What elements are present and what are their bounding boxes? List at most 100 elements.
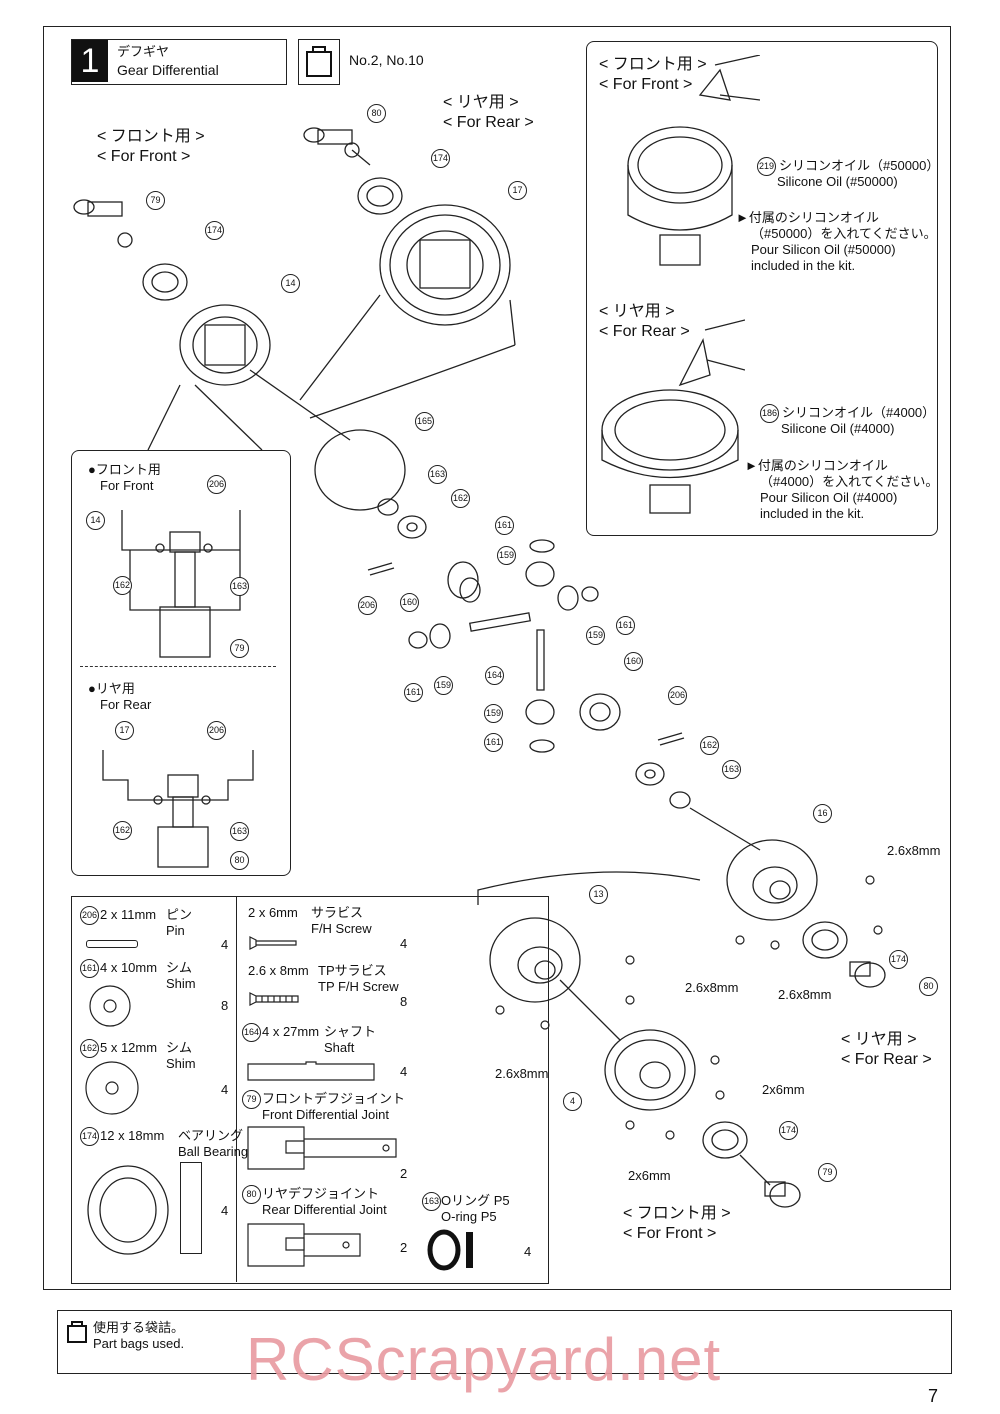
callout-174-front: 174 xyxy=(205,221,224,240)
detail-rear-en: For Rear xyxy=(100,697,152,712)
part-79-qty: 2 xyxy=(400,1166,408,1181)
callout-174-front-right: 174 xyxy=(779,1121,798,1140)
callout-17: 17 xyxy=(508,181,527,200)
rear-label-en: < For Rear > xyxy=(443,114,534,131)
part-fh-jp: サラビス xyxy=(311,905,364,920)
screw-label-rear-top: 2.6x8mm xyxy=(887,843,941,858)
callout-14: 14 xyxy=(281,274,300,293)
screw-label-2x6-right: 2x6mm xyxy=(762,1082,805,1097)
oil-rear-oil-jp: シリコンオイル（#4000） xyxy=(782,405,936,420)
part-163-qty: 4 xyxy=(524,1244,532,1259)
rear-bottom-label-jp: < リヤ用 > xyxy=(841,1031,917,1048)
oil-front-note-jp1: ►付属のシリコンオイル xyxy=(736,210,879,225)
callout-174-rear: 174 xyxy=(889,950,908,969)
detail-divider xyxy=(80,666,276,667)
callout-164: 164 xyxy=(485,666,504,685)
part-206-no: 206 xyxy=(80,906,99,925)
callout-13: 13 xyxy=(589,885,608,904)
part-79-en: Front Differential Joint xyxy=(262,1107,389,1122)
detail-box xyxy=(71,450,291,876)
title-box xyxy=(71,39,287,85)
front-label-en: < For Front > xyxy=(97,148,191,165)
oil-rear-note-jp1: ►付属のシリコンオイル xyxy=(745,458,888,473)
part-162-en: Shim xyxy=(166,1056,196,1071)
oil-front-jp: < フロント用 > xyxy=(599,56,707,73)
oil-front-oil-en: Silicone Oil (#50000) xyxy=(777,174,898,189)
callout-163-top: 163 xyxy=(428,465,447,484)
part-174-size: 12 x 18mm xyxy=(100,1128,165,1143)
parts-list-box xyxy=(71,896,549,1284)
detail-rear-jp: ●リヤ用 xyxy=(88,681,135,696)
detail-front-79: 79 xyxy=(230,639,249,658)
bag-header-box xyxy=(298,39,340,85)
part-tp-jp: TPサラビス xyxy=(318,963,387,978)
part-174-jp: ベアリング xyxy=(178,1128,244,1143)
part-80-no: 80 xyxy=(242,1185,261,1204)
footer-box xyxy=(57,1310,952,1374)
oil-front-note-en2: included in the kit. xyxy=(751,258,856,273)
front-label-jp: < フロント用 > xyxy=(97,128,205,145)
screw-label-rear-bottom: 2.6x8mm xyxy=(778,987,832,1002)
part-80-joint-drawing xyxy=(247,1223,361,1267)
callout-160-top: 160 xyxy=(400,593,419,612)
callout-174-top: 174 xyxy=(431,149,450,168)
part-174-qty: 4 xyxy=(221,1203,229,1218)
bag-numbers: No.2, No.10 xyxy=(349,52,424,68)
callout-206-left: 206 xyxy=(358,596,377,615)
oil-rear-diff-drawing xyxy=(601,319,745,514)
part-206-qty: 4 xyxy=(221,937,229,952)
callout-163-right: 163 xyxy=(722,760,741,779)
screw-label-front-cover: 2.6x8mm xyxy=(685,980,739,995)
title-jp: デフギヤ xyxy=(117,44,170,59)
part-161-en: Shim xyxy=(166,976,196,991)
part-164-size: 4 x 27mm xyxy=(262,1024,320,1039)
part-162-shim-drawing xyxy=(85,1061,139,1115)
step-frame xyxy=(43,26,951,1290)
oil-front-part-219: 219 xyxy=(757,157,776,176)
callout-162-top: 162 xyxy=(451,489,470,508)
oil-front-diff-drawing xyxy=(627,55,760,266)
part-161-size: 4 x 10mm xyxy=(100,960,158,975)
callout-165: 165 xyxy=(415,412,434,431)
callout-161-c: 161 xyxy=(404,683,423,702)
part-80-en: Rear Differential Joint xyxy=(262,1202,387,1217)
detail-rear-206: 206 xyxy=(207,721,226,740)
callout-80-top: 80 xyxy=(367,104,386,123)
detail-front-en: For Front xyxy=(100,478,154,493)
part-161-jp: シム xyxy=(166,960,193,975)
callout-161-b: 161 xyxy=(616,616,635,635)
detail-rear-163: 163 xyxy=(230,822,249,841)
part-fh-size: 2 x 6mm xyxy=(248,905,298,920)
part-164-shaft-drawing xyxy=(247,1061,375,1081)
part-163-no: 163 xyxy=(422,1192,441,1211)
oil-front-note-jp2: （#50000）を入れてください。 xyxy=(751,226,937,241)
part-164-no: 164 xyxy=(242,1023,261,1042)
part-206-jp: ピン xyxy=(166,907,193,922)
rear-joint-top xyxy=(303,127,371,166)
part-tp-screw-drawing xyxy=(249,992,299,1006)
detail-rear-17: 17 xyxy=(115,721,134,740)
part-162-jp: シム xyxy=(166,1040,193,1055)
part-fh-en: F/H Screw xyxy=(311,921,372,936)
screw-label-front-left: 2.6x8mm xyxy=(495,1066,549,1081)
part-162-no: 162 xyxy=(80,1039,99,1058)
part-163-en: O-ring P5 xyxy=(441,1209,497,1224)
part-161-no: 161 xyxy=(80,959,99,978)
callout-161-a: 161 xyxy=(495,516,514,535)
part-79-jp: フロントデフジョイント xyxy=(262,1091,406,1106)
footer-bag-icon xyxy=(67,1321,87,1343)
rear-label-jp: < リヤ用 > xyxy=(443,94,519,111)
part-tp-qty: 8 xyxy=(400,994,408,1009)
detail-front-206: 206 xyxy=(207,475,226,494)
callout-16: 16 xyxy=(813,804,832,823)
part-163-oring-drawing xyxy=(427,1229,473,1271)
part-162-qty: 4 xyxy=(221,1082,229,1097)
footer-bags-jp: 使用する袋詰。 xyxy=(93,1320,185,1335)
oil-rear-note-en2: included in the kit. xyxy=(760,506,865,521)
oil-rear-jp: < リヤ用 > xyxy=(599,303,675,320)
part-161-shim-drawing xyxy=(89,985,131,1027)
footer-bags-en: Part bags used. xyxy=(93,1336,185,1351)
callout-79-front: 79 xyxy=(146,191,165,210)
oil-front-note-en1: Pour Silicon Oil (#50000) xyxy=(751,242,896,257)
callout-162-right: 162 xyxy=(700,736,719,755)
